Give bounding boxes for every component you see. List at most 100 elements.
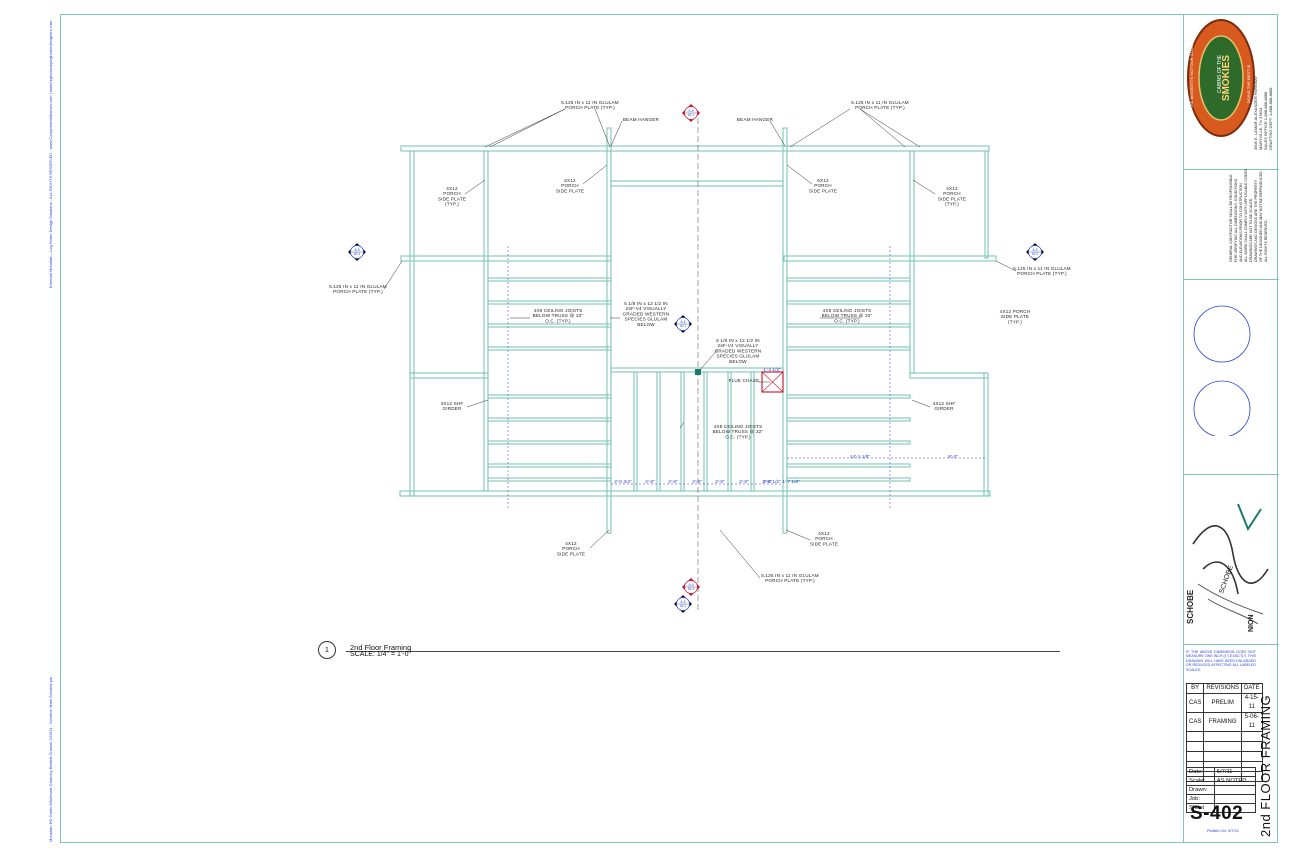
- sheet-title: 2nd FLOOR FRAMING: [1258, 694, 1273, 837]
- company-logo: CABINS OF THE SMOKIES DOING THE BIGGEST …: [1187, 19, 1255, 137]
- rev-desc: PRELIM: [1203, 693, 1243, 713]
- left-wall-lower: [409, 372, 415, 497]
- dim-bottom-0: 2'-0 3/4": [614, 479, 632, 485]
- right-end-post: [984, 150, 989, 259]
- disclaimer-lines-line: FOR VERIFYING ALL DIMENSIONS, CONDITIONS: [1234, 178, 1238, 262]
- rev-by: CAS: [1185, 712, 1205, 732]
- bottom-wall: [399, 490, 991, 497]
- designer-logo-text-3: NION: [1248, 615, 1255, 633]
- dim-bottom-5: 2'-8": [739, 479, 749, 485]
- rev-empty: [1203, 741, 1243, 752]
- note-beam-hanger-r: BEAM HANGER: [737, 117, 774, 122]
- disclaimer-lines-line: DRAWINGS ARE NOT TO BE SCALED.: [1249, 197, 1253, 262]
- section-marker-left: A-5A2 1: [348, 243, 366, 261]
- sheet-number: S-402: [1190, 803, 1244, 824]
- dim-bottom-7: 2'-0 1/2": [763, 479, 781, 485]
- rev-empty: [1203, 751, 1243, 762]
- stamp-circle-1: [1193, 305, 1251, 363]
- logo-brand-small: CABINS OF THE: [1217, 54, 1223, 93]
- svg-text:A2 1: A2 1: [1032, 252, 1039, 256]
- info-value: 5/7/11: [1213, 767, 1257, 777]
- rev-date: 5-06-11: [1241, 712, 1263, 732]
- svg-text:A-5: A-5: [1033, 248, 1038, 252]
- dim-bottom-6: 2'-8": [762, 479, 772, 485]
- disclaimer-lines-line: ALL RIGHTS RESERVED.: [1264, 219, 1268, 262]
- tb-divider-2: [1184, 279, 1279, 280]
- left-outer-post: [409, 150, 415, 374]
- tb-divider-3: [1184, 474, 1279, 475]
- section-markers: A-6A2 1A-5A2 1A-5A2 1A-6A2 1A-6A2 1A-5A2…: [348, 104, 1044, 613]
- left-mid-porch-plate: [400, 255, 612, 262]
- section-marker-center: A-6A2 1: [674, 315, 692, 333]
- top-porch-beam: [400, 145, 990, 152]
- tb-divider-1: [1184, 169, 1279, 170]
- drawing-title: 2nd Floor Framing: [350, 643, 412, 652]
- stamp-circles: [1193, 305, 1251, 436]
- info-label: Drawn:: [1186, 785, 1215, 795]
- rev-empty: [1203, 731, 1243, 742]
- right-center-column: [782, 127, 788, 534]
- info-value: [1213, 785, 1257, 795]
- rev-empty: [1185, 741, 1205, 752]
- left-inner-post: [483, 150, 489, 492]
- stamp-circle-2: [1193, 380, 1251, 436]
- logo-brand: SMOKIES: [1221, 55, 1232, 101]
- sheet-border: [60, 14, 1278, 843]
- dim-bottom-4: 2'-8": [715, 479, 725, 485]
- svg-text:A-5: A-5: [681, 600, 686, 604]
- rev-by: CAS: [1185, 693, 1205, 713]
- tb-divider-4: [1184, 644, 1279, 645]
- svg-text:A2 1: A2 1: [680, 604, 687, 608]
- left-joists: [487, 277, 612, 482]
- right-joists: [786, 277, 911, 482]
- center-joists: [633, 371, 755, 492]
- designer-logo-text-1: SCHOBE: [1186, 589, 1195, 624]
- designer-logo: SCHOBE SCHOBE NION: [1186, 503, 1269, 633]
- center-post-marker: [695, 369, 701, 375]
- leader-lines: [383, 108, 1017, 579]
- title-block: [1183, 14, 1279, 843]
- rev-header-revisions: REVISIONS: [1203, 683, 1243, 694]
- svg-text:A2 1: A2 1: [354, 252, 361, 256]
- disclaimer-lines-line: GENERAL CONTRACTOR SHALL BE RESPONSIBLE: [1229, 174, 1233, 262]
- disclaimer-lines-line: AND ELEVATIONS PRIOR TO CONSTRUCTION.: [1239, 182, 1243, 262]
- left-center-column: [606, 127, 612, 534]
- svg-text:A-5: A-5: [355, 248, 360, 252]
- section-marker-top: A-6A2 1: [682, 104, 700, 122]
- dim-bottom-8: 1'-7 1/8": [782, 479, 800, 485]
- note-beam-hanger-l: BEAM HANGER: [623, 117, 660, 122]
- svg-text:A-6: A-6: [689, 583, 694, 587]
- disclaimer-lines-line: DRAWINGS AND DESIGNS ARE THE PROPERTY: [1254, 179, 1258, 262]
- logo-ring-bottom: DOING THE BEST IS: [1246, 64, 1251, 103]
- section-marker-right: A-5A2 1: [1026, 243, 1044, 261]
- disclaimer-lines-line: ALL WORK SHALL COMPLY WITH APPLICABLE CO…: [1244, 168, 1248, 262]
- caption-underline: [346, 651, 1060, 652]
- info-label: Date:: [1186, 767, 1215, 777]
- rev-empty: [1185, 751, 1205, 762]
- dim-bottom-2: 2'-8": [668, 479, 678, 485]
- info-label: Scale:: [1186, 776, 1215, 786]
- dimension-lines: [507, 246, 985, 508]
- dim-right-run-0: 14'-1 1/8": [850, 454, 871, 460]
- designer-logo-text-2: SCHOBE: [1218, 564, 1235, 594]
- sheet-info-table: Date:5/7/11 Scale:AS NOTED Drawn: Job: S…: [1186, 767, 1257, 813]
- svg-text:A2 1: A2 1: [688, 113, 695, 117]
- rev-empty: [1185, 731, 1205, 742]
- section-marker-bottom-a: A-6A2 1: [682, 578, 700, 596]
